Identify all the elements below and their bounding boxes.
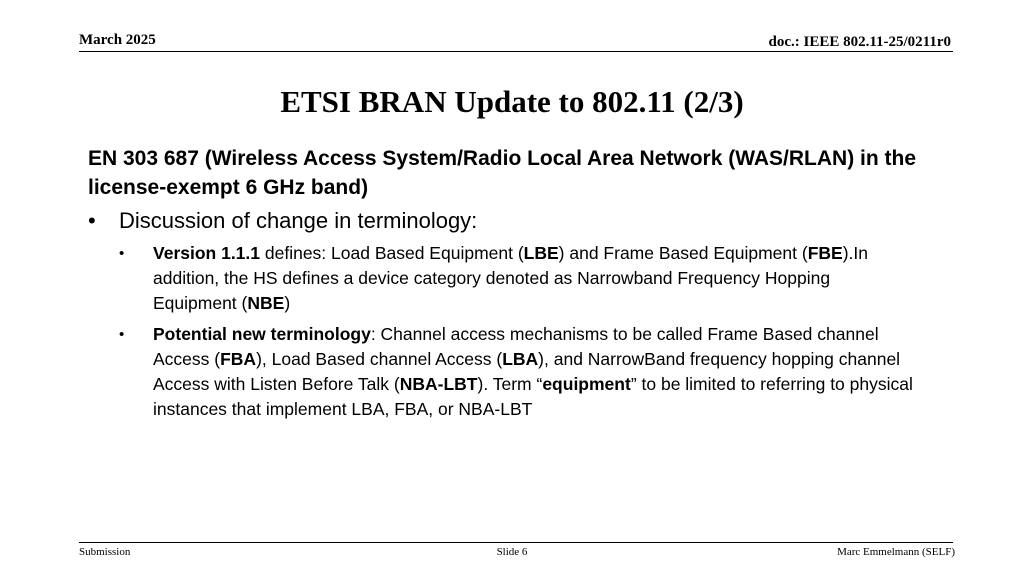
- term-nbe: NBE: [247, 293, 285, 313]
- text-run: ). Term “: [477, 374, 543, 394]
- bullet-terminology: • Discussion of change in terminology:: [88, 206, 918, 235]
- sub-bullet-marker: •: [119, 326, 125, 343]
- bullet-text: Discussion of change in terminology:: [119, 208, 478, 233]
- term-fba: FBA: [220, 349, 257, 369]
- term-nba-lbt: NBA-LBT: [399, 374, 478, 394]
- header-doc-id: doc.: IEEE 802.11-25/0211r0: [768, 34, 951, 50]
- sub-bullet-new-terminology: • Potential new terminology: Channel acc…: [88, 322, 918, 422]
- section-heading: EN 303 687 (Wireless Access System/Radio…: [88, 147, 917, 199]
- new-terminology-label: Potential new terminology: [153, 324, 371, 344]
- text-run: ) and Frame Based Equipment (: [558, 243, 808, 263]
- version-label: Version 1.1.1: [153, 243, 261, 263]
- text-run: ” to be limited to referring to physical…: [153, 374, 913, 419]
- footer-author: Marc Emmelmann (SELF): [837, 546, 955, 558]
- bullet-marker: •: [88, 208, 96, 233]
- footer-divider: [79, 542, 953, 543]
- term-lba: LBA: [502, 349, 539, 369]
- term-equipment: equipment: [542, 374, 631, 394]
- term-fbe: FBE: [807, 243, 843, 263]
- footer-slide-number: Slide 6: [496, 546, 528, 558]
- header-date: March 2025: [79, 32, 156, 48]
- text-run: ): [284, 293, 291, 313]
- text-run: ), Load Based channel Access (: [256, 349, 503, 369]
- text-run: : Channel access mechanisms to be called…: [153, 324, 879, 369]
- text-run: defines: Load Based Equipment (: [260, 243, 524, 263]
- text-run: ).In addition, the HS defines a device c…: [153, 243, 868, 313]
- footer-submission: Submission: [79, 546, 131, 558]
- text-run: ), and NarrowBand frequency hopping chan…: [153, 349, 901, 394]
- sub-bullet-version: • Version 1.1.1 defines: Load Based Equi…: [88, 241, 918, 316]
- header-divider: [79, 51, 953, 52]
- sub-bullet-marker: •: [119, 245, 125, 262]
- slide-title: ETSI BRAN Update to 802.11 (2/3): [280, 84, 744, 119]
- slide-body: EN 303 687 (Wireless Access System/Radio…: [88, 144, 918, 422]
- term-lbe: LBE: [523, 243, 559, 263]
